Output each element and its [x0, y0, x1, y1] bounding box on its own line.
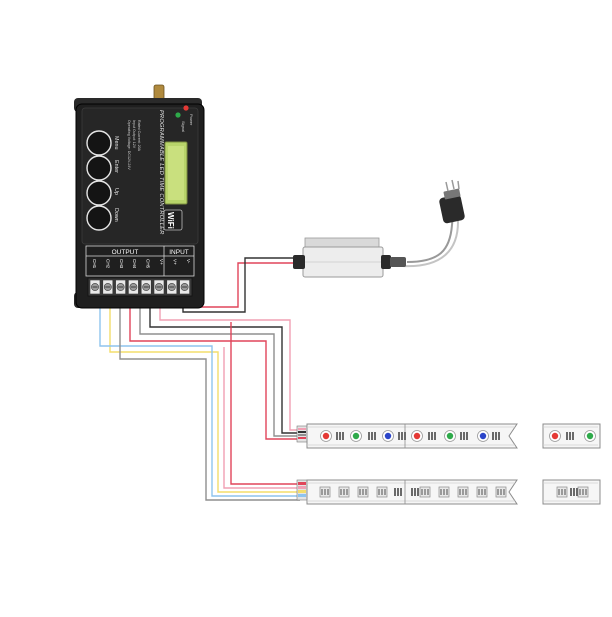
- resistor: [336, 432, 338, 440]
- resistor: [339, 432, 341, 440]
- resistor: [434, 432, 436, 440]
- resistor: [570, 488, 572, 496]
- strip1-wire-black: [149, 302, 300, 434]
- resistor: [576, 488, 578, 496]
- resistor: [498, 432, 500, 440]
- resistor: [573, 488, 575, 496]
- dc-plug-icon: [439, 179, 465, 224]
- input-wire-black: [182, 257, 299, 313]
- input-terminal-label: V-: [186, 259, 191, 264]
- resistor: [342, 432, 344, 440]
- enter-button-label: Enter: [113, 160, 119, 173]
- up-button[interactable]: [86, 180, 112, 206]
- resistor: [371, 432, 373, 440]
- resistor: [400, 488, 402, 496]
- blue-led: [479, 432, 487, 440]
- led-controller: Power Signal PROGRAMMABLE LED TIME CONTR…: [74, 84, 205, 309]
- menu-button[interactable]: [86, 130, 112, 156]
- output-channel-labels: CH1 CH2 CH3 CH4 CH5 V+ V+ V-: [92, 259, 191, 269]
- terminal-screws: [89, 279, 190, 295]
- led-strip-body: [542, 423, 601, 449]
- output-header: OUTPUT: [112, 249, 139, 256]
- resistor: [417, 488, 419, 496]
- resistor: [495, 432, 497, 440]
- signal-led-label: Signal: [181, 121, 186, 132]
- menu-button-label: Menu: [113, 136, 119, 150]
- resistor: [466, 432, 468, 440]
- resistor: [569, 432, 571, 440]
- down-button[interactable]: [86, 205, 112, 231]
- power-led-label: Power: [189, 114, 194, 126]
- terminal-block: [87, 277, 193, 297]
- resistor: [404, 432, 406, 440]
- strip2-wire-pink: [223, 347, 300, 489]
- resistor: [394, 488, 396, 496]
- product-name: PROGRAMMABLE LED TIME CONTROLLER: [158, 110, 164, 235]
- enter-button[interactable]: [86, 155, 112, 181]
- resistor: [398, 432, 400, 440]
- strip1-wire-red: [129, 302, 300, 440]
- red-led: [322, 432, 330, 440]
- resistor: [368, 432, 370, 440]
- resistor: [566, 432, 568, 440]
- wifi-badge: WiFi: [163, 209, 183, 231]
- output-channel-label: CH3: [119, 259, 124, 269]
- strip1-wire-gray: [139, 302, 300, 437]
- resistor: [428, 432, 430, 440]
- resistor: [414, 488, 416, 496]
- strip2-wire-blue: [99, 302, 300, 497]
- down-button-label: Down: [113, 208, 119, 222]
- strip1-wire-pink: [159, 302, 300, 431]
- output-channel-label: CH5: [146, 259, 151, 269]
- resistor: [572, 432, 574, 440]
- spec-line-3: Operating Voltage: DC12V-24V: [127, 120, 131, 170]
- spec-line-2: Input Output: 12V: [132, 120, 136, 149]
- output-channel-label: V+: [159, 259, 164, 265]
- led-strips: [296, 423, 601, 505]
- power-supply: [293, 237, 406, 278]
- green-led: [446, 432, 454, 440]
- resistor: [460, 432, 462, 440]
- spec-line-1: Rated Current: 20A: [137, 120, 141, 152]
- green-led-icon: [175, 112, 181, 118]
- input-terminal-label: V+: [172, 259, 177, 265]
- output-channel-label: CH2: [105, 259, 110, 269]
- blue-led: [384, 432, 392, 440]
- output-channel-label: CH4: [132, 259, 137, 269]
- strip2-wire-yellow: [109, 302, 300, 493]
- wifi-label: WiFi: [166, 212, 175, 229]
- up-button-label: Up: [113, 188, 119, 195]
- resistor: [463, 432, 465, 440]
- red-led: [551, 432, 559, 440]
- strip2-wire-gray: [119, 302, 300, 501]
- resistor: [411, 488, 413, 496]
- input-header: INPUT: [169, 249, 189, 256]
- strip2-wire-red: [230, 322, 300, 485]
- output-channel-label: CH1: [92, 259, 97, 269]
- red-led: [413, 432, 421, 440]
- resistor: [401, 432, 403, 440]
- resistor: [397, 488, 399, 496]
- red-led-icon: [183, 105, 189, 111]
- resistor: [374, 432, 376, 440]
- terminal-panel: [85, 245, 195, 277]
- resistor: [431, 432, 433, 440]
- green-led: [352, 432, 360, 440]
- resistor: [492, 432, 494, 440]
- green-led: [586, 432, 594, 440]
